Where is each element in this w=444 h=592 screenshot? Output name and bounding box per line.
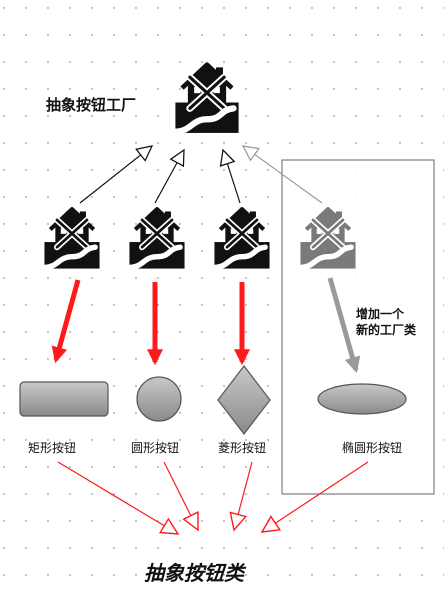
create-arrow-ellipse [327, 277, 361, 374]
new-factory-note-line2: 新的工厂类 [356, 322, 417, 337]
impl-arrow-rectangle [57, 461, 180, 535]
inherit-arrow-4 [241, 145, 323, 204]
ellipse-button-label: 椭圆形按钮 [342, 440, 402, 455]
impl-arrow-ellipse [260, 461, 369, 533]
diamond-button-label: 菱形按钮 [218, 440, 266, 455]
rectangle-button-label: 矩形按钮 [28, 440, 76, 455]
circle-button-label: 圆形按钮 [131, 440, 179, 455]
rectangle-button-shape [19, 381, 109, 417]
abstract-button-class-label: 抽象按钮类 [144, 561, 247, 585]
top-factory-label: 抽象按钮工厂 [46, 96, 136, 114]
impl-arrow-diamond [229, 461, 253, 532]
inherit-arrow-3 [219, 148, 241, 204]
new-factory-note-line1: 增加一个 [356, 306, 405, 321]
circle-button-shape [136, 376, 182, 422]
new-factory-box [281, 159, 435, 495]
ellipse-button-shape [317, 383, 407, 415]
impl-arrow-circle [163, 461, 199, 532]
diamond-button-shape [217, 365, 271, 435]
inherit-arrow-1 [79, 145, 154, 204]
create-arrow-rectangle [51, 279, 81, 364]
inherit-arrow-2 [154, 148, 185, 204]
